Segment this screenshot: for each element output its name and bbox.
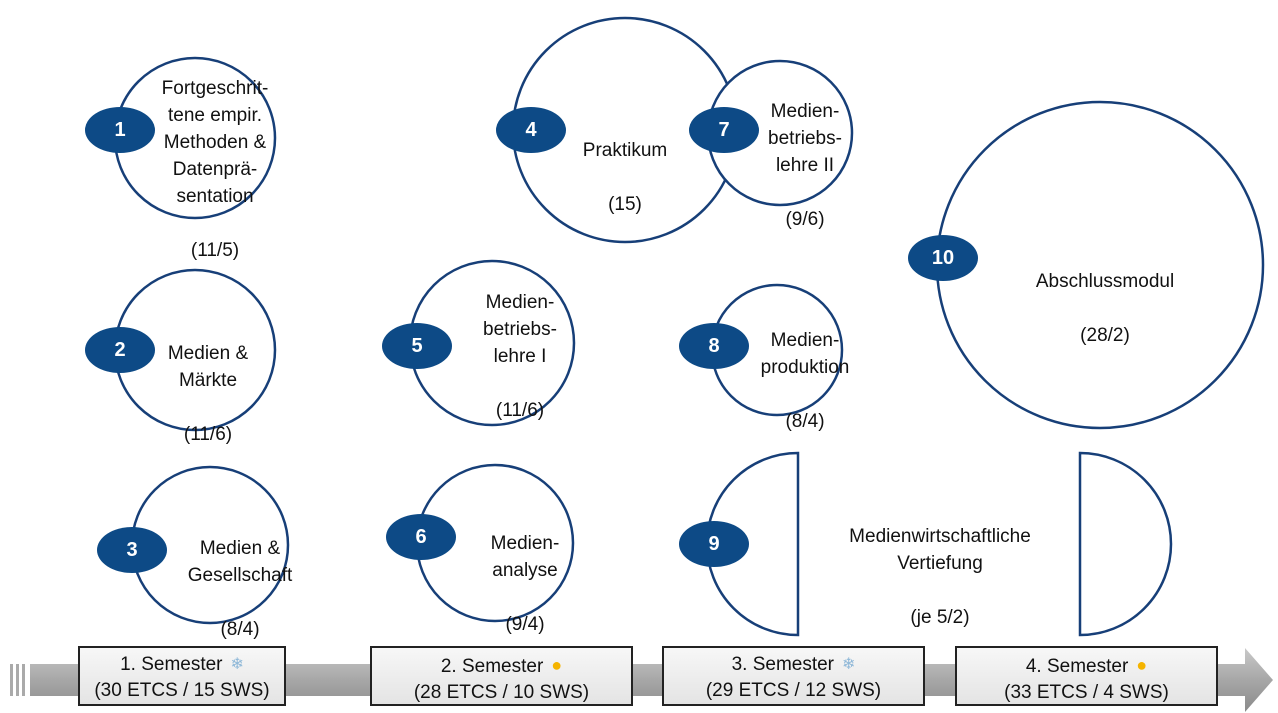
module-8-label: Medien- produktion (8/4) <box>735 300 875 462</box>
module-2-credits: (11/6) <box>183 424 233 445</box>
module-6-label: Medien- analyse (9/4) <box>445 503 605 665</box>
semester-3-label: 3. Semester <box>731 654 835 675</box>
module-10-badge: 10 <box>908 235 978 281</box>
module-8-badge: 8 <box>679 323 749 369</box>
module-7-credits: (9/6) <box>785 209 825 230</box>
module-9-label: Medienwirtschaftliche Vertiefung (je 5/2… <box>815 496 1065 658</box>
module-10-credits: (28/2) <box>1080 325 1130 346</box>
module-7-badge: 7 <box>689 107 759 153</box>
module-3-credits: (8/4) <box>220 619 260 640</box>
module-5-label: Medien- betriebs- lehre I (11/6) <box>440 262 600 451</box>
semester-1-summary: (30 ETCS / 15 SWS) <box>94 680 270 701</box>
snowflake-icon: ❄ <box>230 656 244 673</box>
semester-4-summary: (33 ETCS / 4 SWS) <box>1004 682 1169 703</box>
module-3-badge: 3 <box>97 527 167 573</box>
semester-2-label: 2. Semester <box>440 656 544 677</box>
module-1-credits: (11/5) <box>190 240 240 261</box>
module-2-label: Medien & Märkte (11/6) <box>128 313 288 475</box>
semester-1-box: 1. Semester ❄ (30 ETCS / 15 SWS) <box>78 646 286 706</box>
semester-2-box: 2. Semester ● (28 ETCS / 10 SWS) <box>370 646 633 706</box>
module-2-title: Medien & Märkte <box>167 343 249 391</box>
semester-4-label: 4. Semester <box>1025 656 1129 677</box>
semester-2-summary: (28 ETCS / 10 SWS) <box>413 682 590 703</box>
module-4-label: Praktikum (15) <box>555 110 695 245</box>
module-10-title: Abschlussmodul <box>1035 271 1175 292</box>
module-10-label: Abschlussmodul (28/2) <box>1000 241 1210 376</box>
module-8-credits: (8/4) <box>785 411 825 432</box>
module-5-title: Medien- betriebs- lehre I <box>483 292 557 367</box>
module-5-badge: 5 <box>382 323 452 369</box>
module-7-label: Medien- betriebs- lehre II (9/6) <box>735 71 875 260</box>
sun-icon: ● <box>1136 655 1148 675</box>
sun-icon: ● <box>551 655 563 675</box>
module-3-title: Medien & Gesellschaft <box>187 538 293 586</box>
module-4-title: Praktikum <box>582 140 668 161</box>
module-1-label: Fortgeschrit- tene empir. Methoden & Dat… <box>125 48 305 291</box>
semester-1-label: 1. Semester <box>120 654 223 675</box>
module-9-credits: (je 5/2) <box>910 607 970 628</box>
module-9-right-half-circle <box>1078 451 1173 637</box>
module-5-credits: (11/6) <box>495 400 545 421</box>
module-3-label: Medien & Gesellschaft (8/4) <box>150 508 330 670</box>
snowflake-icon: ❄ <box>842 656 856 673</box>
module-9-title: Medienwirtschaftliche Vertiefung <box>849 526 1031 574</box>
module-6-credits: (9/4) <box>505 614 545 635</box>
module-6-title: Medien- analyse <box>490 533 560 581</box>
module-9-badge: 9 <box>679 521 749 567</box>
semester-3-box: 3. Semester ❄ (29 ETCS / 12 SWS) <box>662 646 925 706</box>
module-4-credits: (15) <box>608 194 642 215</box>
module-1-badge: 1 <box>85 107 155 153</box>
module-6-badge: 6 <box>386 514 456 560</box>
semester-4-box: 4. Semester ● (33 ETCS / 4 SWS) <box>955 646 1218 706</box>
module-7-title: Medien- betriebs- lehre II <box>768 101 842 176</box>
module-2-badge: 2 <box>85 327 155 373</box>
semester-3-summary: (29 ETCS / 12 SWS) <box>705 680 882 701</box>
module-1-title: Fortgeschrit- tene empir. Methoden & Dat… <box>161 78 269 207</box>
module-4-badge: 4 <box>496 107 566 153</box>
module-8-title: Medien- produktion <box>760 330 850 378</box>
